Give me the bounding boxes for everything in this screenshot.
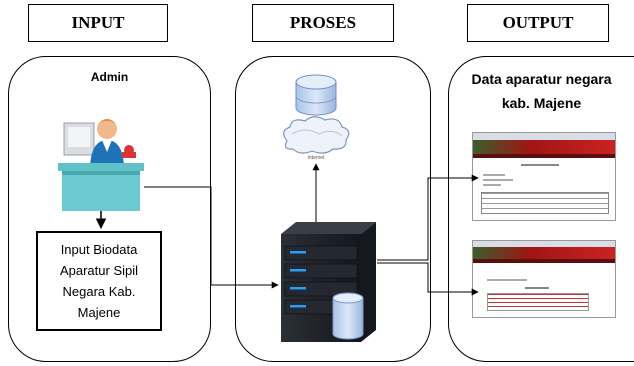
admin-computer-icon (58, 119, 144, 211)
input-biodata-box: Input Biodata Aparatur Sipil Negara Kab.… (36, 231, 162, 331)
header-input: INPUT (28, 4, 168, 42)
output-screenshot-form (472, 240, 616, 318)
database-icon (332, 292, 364, 340)
admin-label: Admin (90, 70, 129, 84)
cloud-label: Internet (308, 155, 326, 161)
input-biodata-text: Input Biodata Aparatur Sipil Negara Kab.… (59, 242, 139, 320)
header-process: PROSES (252, 4, 394, 42)
output-screenshot-list (472, 132, 616, 221)
output-title: Data aparatur negara kab. Majene (471, 71, 612, 111)
database-icon (295, 74, 337, 116)
header-output: OUTPUT (467, 4, 609, 42)
cloud-icon (283, 116, 350, 154)
